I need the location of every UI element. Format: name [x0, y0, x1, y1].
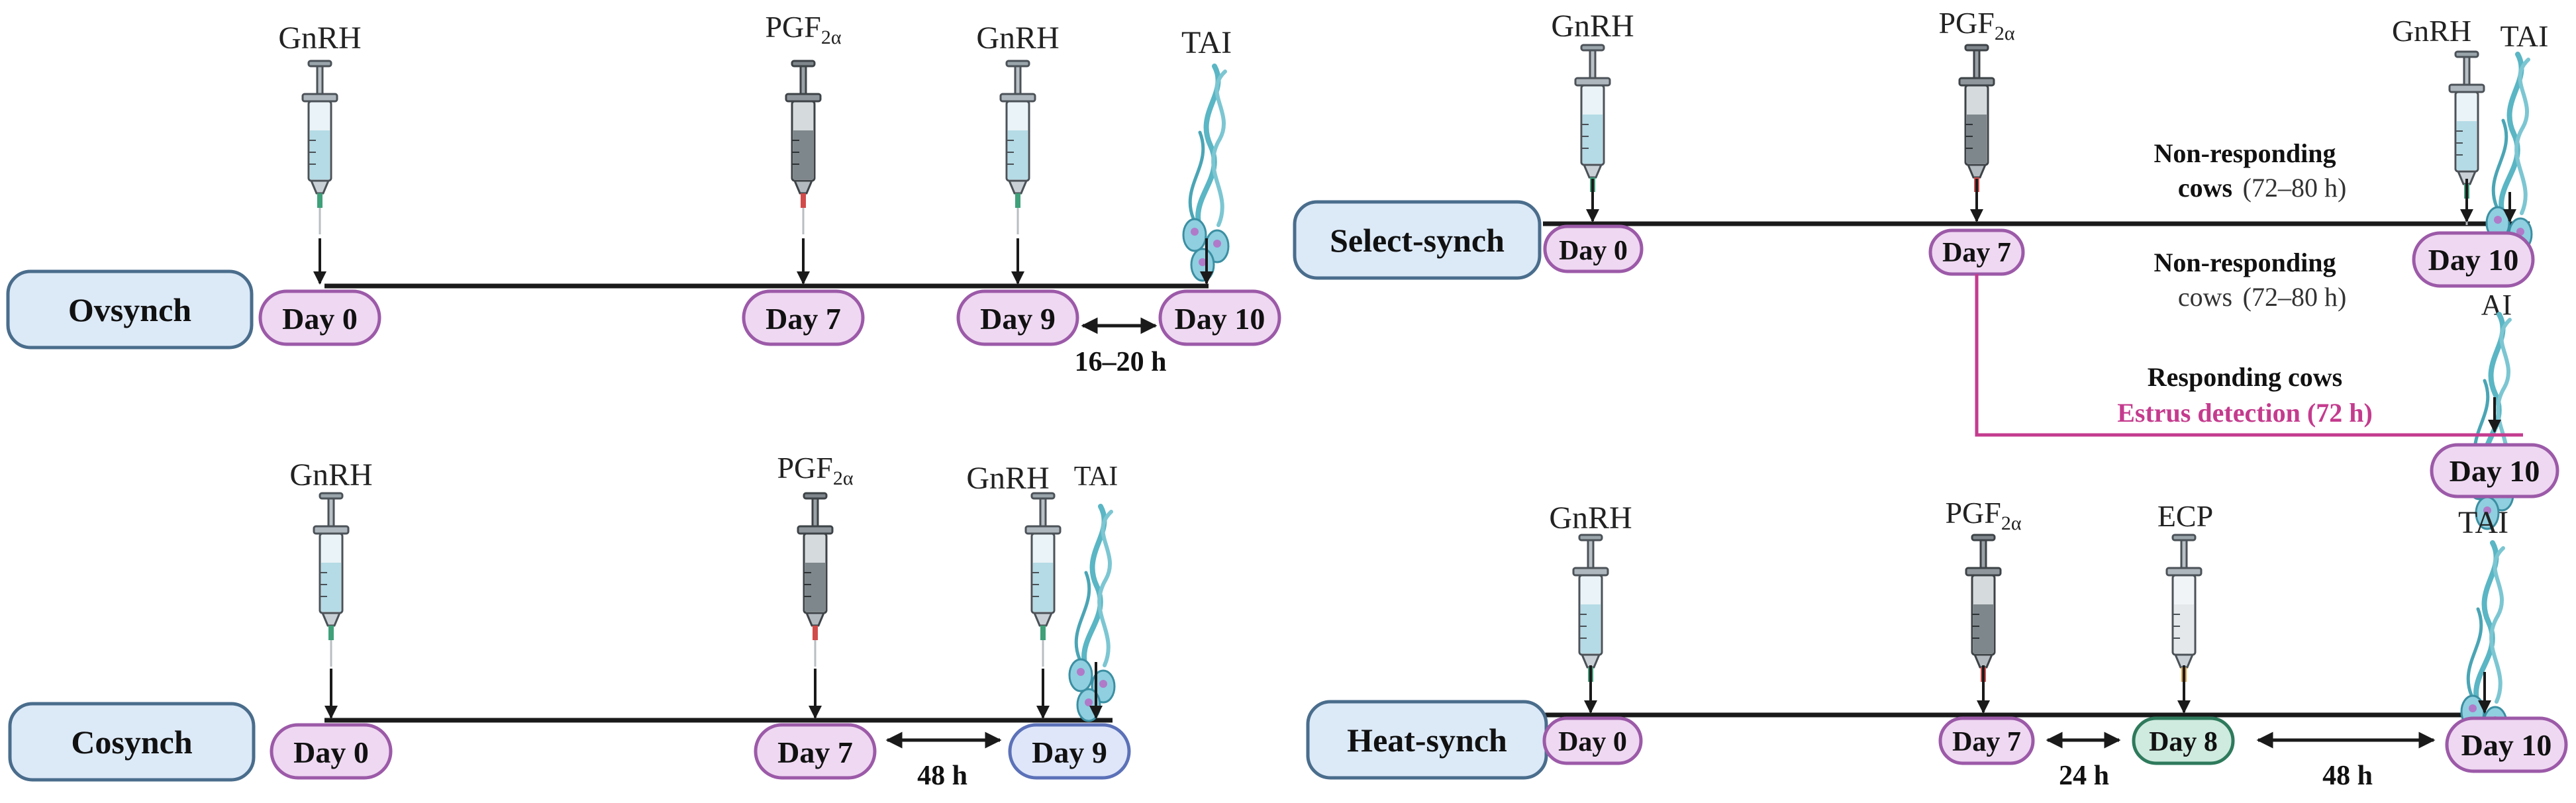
syringe-icon: [301, 60, 338, 236]
day-pill: [1542, 716, 1643, 765]
estrus-detection-label: Estrus detection (72 h): [2117, 398, 2373, 428]
day-pill: [1543, 224, 1644, 273]
day-label: Day 7: [766, 302, 841, 336]
day-label: Day 7: [1942, 238, 2011, 268]
heat-tai-label: TAI: [2458, 505, 2508, 540]
syringe-icon: [313, 492, 350, 668]
select-synch-protocol-box: [1293, 200, 1542, 280]
select-gnrh-label: GnRH: [1551, 9, 1634, 44]
day-pill: [270, 723, 393, 780]
nonresp-bottom-title: Non-responding: [2154, 248, 2336, 277]
ai-label: AI: [2481, 289, 2512, 321]
nonresp-bottom-cows: cows: [2178, 282, 2232, 312]
day-pill: [258, 289, 381, 346]
heat-interval-48: 48 h: [2322, 761, 2373, 791]
cosynch-interval: 48 h: [917, 761, 967, 791]
select-synch-protocol-name: Select-synch: [1330, 222, 1505, 259]
syringe-icon: [785, 60, 822, 236]
select-synch-panel: Select-synch GnRH PGF2α GnRH TAI Day 0 D…: [1293, 6, 2559, 529]
day-label: Day 9: [1032, 735, 1107, 769]
cosynch-tai-label: TAI: [1074, 461, 1118, 492]
nonresp-top-cows: cows: [2178, 173, 2232, 203]
nonresp-bottom-time: (72–80 h): [2243, 282, 2347, 312]
day-label: Day 7: [1952, 727, 2021, 757]
day-pill: [2132, 716, 2235, 765]
ovsynch-gnrh-label: GnRH: [278, 21, 361, 56]
heat-ecp-label: ECP: [2157, 499, 2213, 533]
day-label: Day 10: [2450, 454, 2540, 488]
syringe-icon: [1024, 492, 1062, 668]
ovsynch-protocol-name: Ovsynch: [68, 291, 191, 328]
cosynch-gnrh2-label: GnRH: [966, 461, 1049, 496]
heat-synch-protocol-name: Heat-synch: [1347, 722, 1507, 759]
select-pgf-label: PGF2α: [1938, 6, 2014, 44]
day-pill: [1938, 716, 2035, 765]
day-label: Day 0: [1558, 727, 1627, 757]
cosynch-gnrh-label: GnRH: [289, 457, 372, 493]
syringe-icon: [999, 60, 1036, 236]
estrus-branch-line: [1975, 274, 2523, 437]
day-pill: [1008, 723, 1131, 780]
day-label: Day 8: [2149, 727, 2218, 757]
day-label: Day 10: [2428, 243, 2519, 277]
nonresp-top-title: Non-responding: [2154, 138, 2336, 168]
ovsynch-interval: 16–20 h: [1075, 347, 1167, 377]
cosynch-protocol-box: [8, 702, 256, 782]
day-pill: [2412, 231, 2535, 288]
sperm-icon: [1069, 506, 1115, 721]
syringe-icon: [797, 492, 834, 668]
ovsynch-tai-label: TAI: [1181, 25, 1232, 60]
day-label: Day 10: [1175, 302, 1265, 336]
nonresp-top-time: (72–80 h): [2243, 173, 2347, 203]
day-pill: [742, 289, 865, 346]
ovsynch-pgf-label: PGF2α: [765, 10, 841, 48]
heat-pgf-label: PGF2α: [1945, 496, 2021, 534]
day-pill: [956, 289, 1079, 346]
heat-gnrh-label: GnRH: [1549, 500, 1632, 536]
cosynch-panel: Cosynch GnRH PGF2α GnRH TAI Day 0 Day 7 …: [8, 451, 1131, 791]
day-pill: [2430, 443, 2559, 498]
responding-cows-label: Responding cows: [2148, 362, 2343, 392]
ovsynch-panel: Ovsynch GnRH PGF2α GnRH TAI Day 0 Day 7 …: [6, 10, 1281, 377]
ovsynch-protocol-box: [6, 269, 254, 350]
select-gnrh2-label: GnRH: [2392, 14, 2471, 48]
heat-interval-24: 24 h: [2059, 761, 2109, 791]
heat-synch-panel: Heat-synch GnRH PGF2α ECP TAI Day 0 Day …: [1306, 496, 2568, 791]
day-pill: [1158, 289, 1281, 346]
cosynch-pgf-label: PGF2α: [777, 451, 853, 489]
day-label: Day 10: [2461, 728, 2552, 762]
day-label: Day 9: [980, 302, 1056, 336]
day-label: Day 7: [777, 735, 853, 769]
select-tai-label: TAI: [2501, 19, 2549, 53]
day-pill: [2445, 716, 2568, 773]
day-label: Day 0: [1559, 236, 1628, 266]
cosynch-protocol-name: Cosynch: [71, 724, 193, 761]
day-label: Day 0: [293, 735, 369, 769]
day-pill: [754, 723, 877, 780]
ovsynch-gnrh2-label: GnRH: [976, 21, 1059, 56]
day-label: Day 0: [282, 302, 358, 336]
